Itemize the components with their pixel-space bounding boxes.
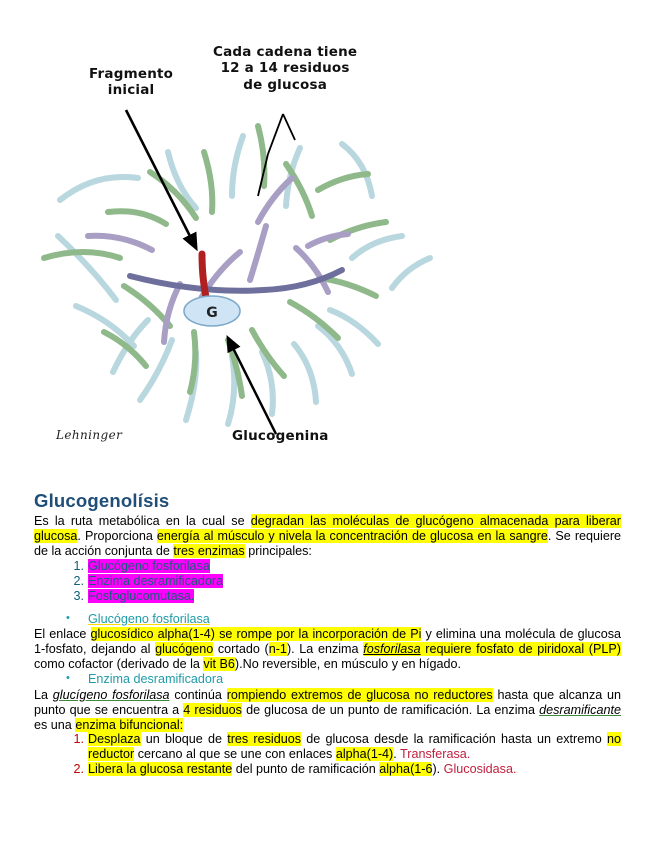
text-run: del punto de ramificación	[232, 762, 380, 777]
text-run: n-1	[268, 641, 287, 656]
text-run: Glucosidasa.	[443, 762, 517, 777]
figure-source-credit: Lehninger	[56, 428, 123, 442]
figure-label-fragmento-inicial: Fragmento inicial	[89, 66, 173, 99]
section-2-bullet: Enzima desramificadora	[34, 671, 621, 687]
text-run: La	[34, 687, 53, 702]
fragmento-line1: Fragmento	[89, 66, 174, 82]
text-run: desramificante	[539, 702, 621, 717]
text-run: como cofactor (derivado de la	[34, 656, 204, 671]
text-run: energía al músculo y nivela la concentra…	[156, 528, 548, 543]
leader-cadena-tail	[257, 153, 269, 197]
text-run: de glucosa desde la ramificación hasta u…	[301, 732, 607, 747]
text-run: rompiendo extremos de glucosa no reducto…	[226, 687, 493, 702]
text-run: glucosídico alpha(1-4) se rompe por la i…	[90, 626, 422, 641]
list-item: Libera la glucosa restante del punto de …	[66, 762, 621, 777]
section-2-bullet-label: Enzima desramificadora	[88, 672, 224, 687]
text-run: Libera la glucosa restante	[88, 762, 233, 777]
cadena-line3: de glucosa	[243, 76, 328, 93]
text-run: es una	[34, 717, 76, 732]
text-run: alpha(1-4)	[335, 747, 394, 762]
text-run: requiere fosfato de piridoxal (PLP)	[420, 641, 621, 656]
intro-paragraph: Es la ruta metabólica en la cual se degr…	[34, 514, 621, 559]
text-run: cercano al que se une con enlaces	[134, 747, 336, 762]
section-1-paragraph: El enlace glucosídico alpha(1-4) se romp…	[34, 626, 622, 672]
text-run: ).No reversible, en músculo y en hígado.	[234, 656, 462, 671]
text-run: El enlace	[34, 626, 91, 641]
text-run: .	[393, 747, 401, 762]
text-run: enzima bifuncional:	[75, 717, 184, 732]
text-run: de glucosa de un punto de ramificación. …	[241, 702, 540, 717]
enzyme-list: Glucógeno fosforilasa Enzima desramifica…	[34, 558, 621, 604]
list-item: Enzima desramificadora	[66, 671, 621, 687]
text-run: glucógeno	[155, 641, 214, 656]
list-item: Glucógeno fosforilasa	[66, 558, 621, 574]
enzyme-list-item-label: Enzima desramificadora	[88, 573, 224, 588]
text-run: glucígeno fosforilasa	[52, 687, 170, 702]
text-run: 4 residuos	[183, 702, 242, 717]
enzyme-list-item-label: Glucógeno fosforilasa	[88, 558, 210, 573]
page-title: Glucogenolísis	[34, 490, 170, 511]
glycogen-structure-figure: G Fragmento inicial Cada cadena tiene 12…	[41, 44, 433, 444]
text-run: tres residuos	[227, 732, 302, 747]
text-run: Desplaza	[88, 732, 141, 747]
text-run: principales:	[244, 543, 312, 558]
text-run: tres enzimas	[173, 543, 245, 558]
list-item: Glucógeno fosforilasa	[66, 611, 621, 627]
section-1-bullet: Glucógeno fosforilasa	[34, 611, 621, 627]
section-2-paragraph: La glucígeno fosforilasa continúa rompie…	[34, 687, 622, 733]
leader-cadena-left	[267, 113, 284, 155]
text-run: cortado (	[213, 641, 269, 656]
document-body: Glucogenolísis Es la ruta metabólica en …	[0, 470, 655, 777]
text-run: ).	[432, 762, 444, 777]
text-run: continúa	[169, 687, 227, 702]
text-run: fosforilasa	[363, 641, 421, 656]
list-item: Fosfoglucomutasa.	[66, 588, 621, 604]
text-run: ). La enzima	[286, 641, 364, 656]
list-item: Desplaza un bloque de tres residuos de g…	[66, 732, 621, 762]
text-run: y elimina una molécula de glucosa 1-fosf…	[34, 626, 622, 656]
text-run: vit B6	[203, 656, 235, 671]
glycogenin-core: G	[183, 295, 241, 327]
debranching-steps-list: Desplaza un bloque de tres residuos de g…	[34, 732, 621, 777]
text-run: . Se requiere de la acción conjunta de	[34, 528, 622, 558]
cadena-line1: Cada cadena tiene	[213, 44, 358, 60]
annotation-arrows	[124, 109, 296, 435]
section-1-bullet-label: Glucógeno fosforilasa	[88, 611, 210, 626]
text-run: un bloque de	[140, 732, 228, 747]
text-run: hasta que alcanza un punto que se encuen…	[34, 687, 622, 717]
glycogenin-core-letter: G	[206, 305, 218, 321]
figure-label-cadena-residuos: Cada cadena tiene 12 a 14 residuos de gl…	[213, 44, 357, 93]
fragmento-line2: inicial	[107, 82, 155, 99]
leader-cadena-right	[282, 113, 296, 141]
glycogen-chains-outer	[41, 123, 433, 427]
arrow-fragmento-inicial	[124, 109, 198, 252]
enzyme-list-item-label: Fosfoglucomutasa.	[88, 588, 195, 603]
text-run: Transferasa.	[400, 747, 471, 762]
text-run: . Proporciona	[77, 528, 157, 543]
list-item: Enzima desramificadora	[66, 573, 621, 589]
text-run: alpha(1-6	[379, 762, 433, 777]
cadena-line2: 12 a 14 residuos	[220, 60, 350, 77]
glycogen-diagram-svg: G	[41, 109, 433, 435]
text-run: Es la ruta metabólica en la cual se	[34, 514, 251, 528]
figure-label-glucogenina: Glucogenina	[232, 428, 329, 444]
